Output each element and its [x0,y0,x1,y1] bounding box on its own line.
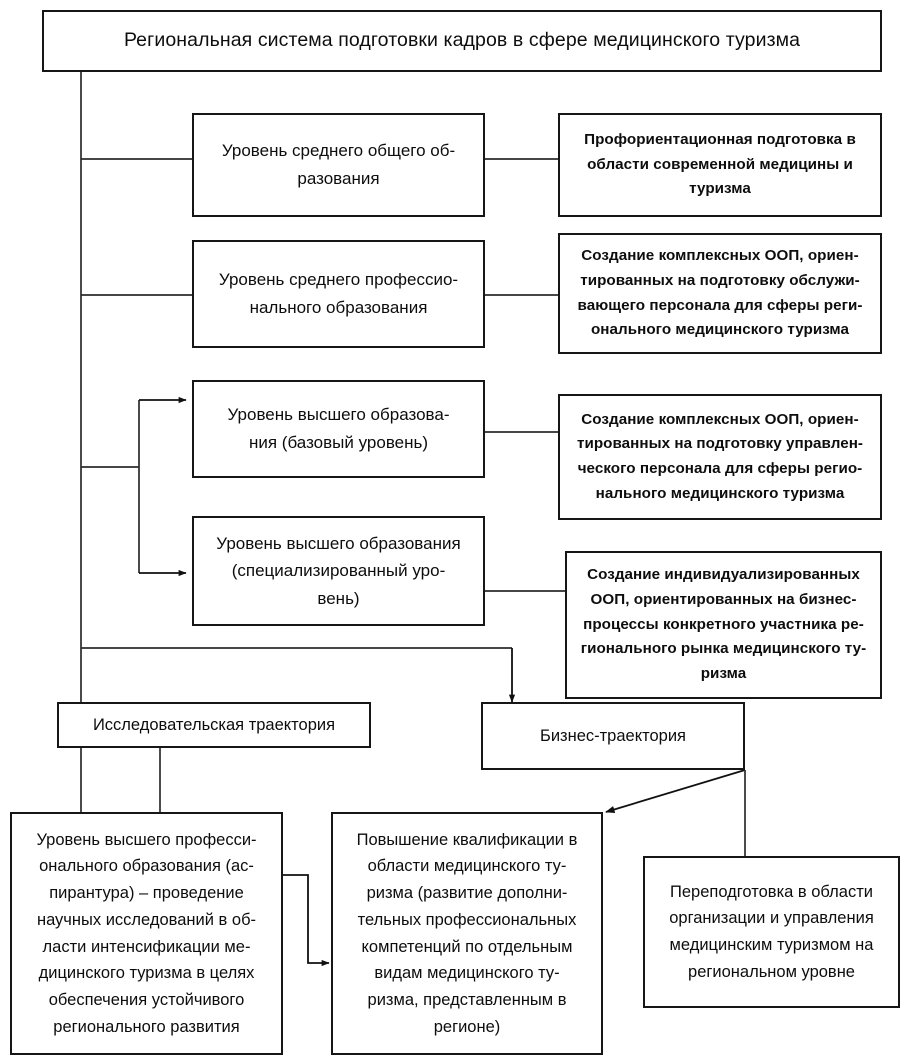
outcome-text-higher-basic: Создание комплексных ООП, ориен-тированн… [576,410,864,502]
arrow-postgraduate-to-upgrade [283,874,330,967]
outcome-box-secondary-general[interactable]: Профориентационная подготовка в области … [558,113,882,217]
trajectory-label-research: Исследовательская траектория [92,715,336,734]
output-box-qualification-upgrade[interactable]: Повышение квалификации в области медицин… [331,812,603,1055]
output-box-retraining[interactable]: Переподготовка в области организации и у… [643,856,900,1008]
level-box-higher-basic[interactable]: Уровень высшего образова-ния (базовый ур… [192,380,485,478]
output-text-retraining: Переподготовка в области организации и у… [669,882,874,981]
outcome-box-higher-basic[interactable]: Создание комплексных ООП, ориен-тированн… [558,394,882,520]
level-label-higher-basic: Уровень высшего образова-ния (базовый ур… [227,405,450,452]
level-label-higher-specialized: Уровень высшего образования(специализиро… [216,533,461,608]
level-box-secondary-general[interactable]: Уровень среднего общего об-разования [192,113,485,217]
arrow-business-to-upgrade [605,769,746,814]
level-box-secondary-vocational[interactable]: Уровень среднего профессио-нального обра… [192,240,485,348]
outcome-box-secondary-vocational[interactable]: Создание комплексных ООП, ориен-тированн… [558,233,882,354]
trajectory-box-research[interactable]: Исследовательская траектория [57,702,371,748]
trajectory-label-business: Бизнес-траектория [539,726,686,745]
output-text-postgraduate: Уровень высшего професси-онального образ… [36,830,257,1036]
output-box-postgraduate[interactable]: Уровень высшего професси-онального образ… [10,812,283,1055]
diagram-title-box: Региональная система подготовки кадров в… [42,10,882,72]
level-box-higher-specialized[interactable]: Уровень высшего образования(специализиро… [192,516,485,626]
outcome-text-higher-specialized: Создание индивидуализированных ООП, орие… [580,566,867,682]
output-text-qualification-upgrade: Повышение квалификации в области медицин… [356,830,578,1036]
outcome-text-secondary-vocational: Создание комплексных ООП, ориен-тированн… [577,247,863,339]
trajectory-box-business[interactable]: Бизнес-траектория [481,702,745,770]
outcome-text-secondary-general: Профориентационная подготовка в области … [584,131,856,198]
outcome-box-higher-specialized[interactable]: Создание индивидуализированных ООП, орие… [565,551,882,699]
diagram-title: Региональная система подготовки кадров в… [123,29,801,52]
level-label-secondary-vocational: Уровень среднего профессио-нального обра… [218,270,459,317]
level-label-secondary-general: Уровень среднего общего об-разования [221,141,456,188]
